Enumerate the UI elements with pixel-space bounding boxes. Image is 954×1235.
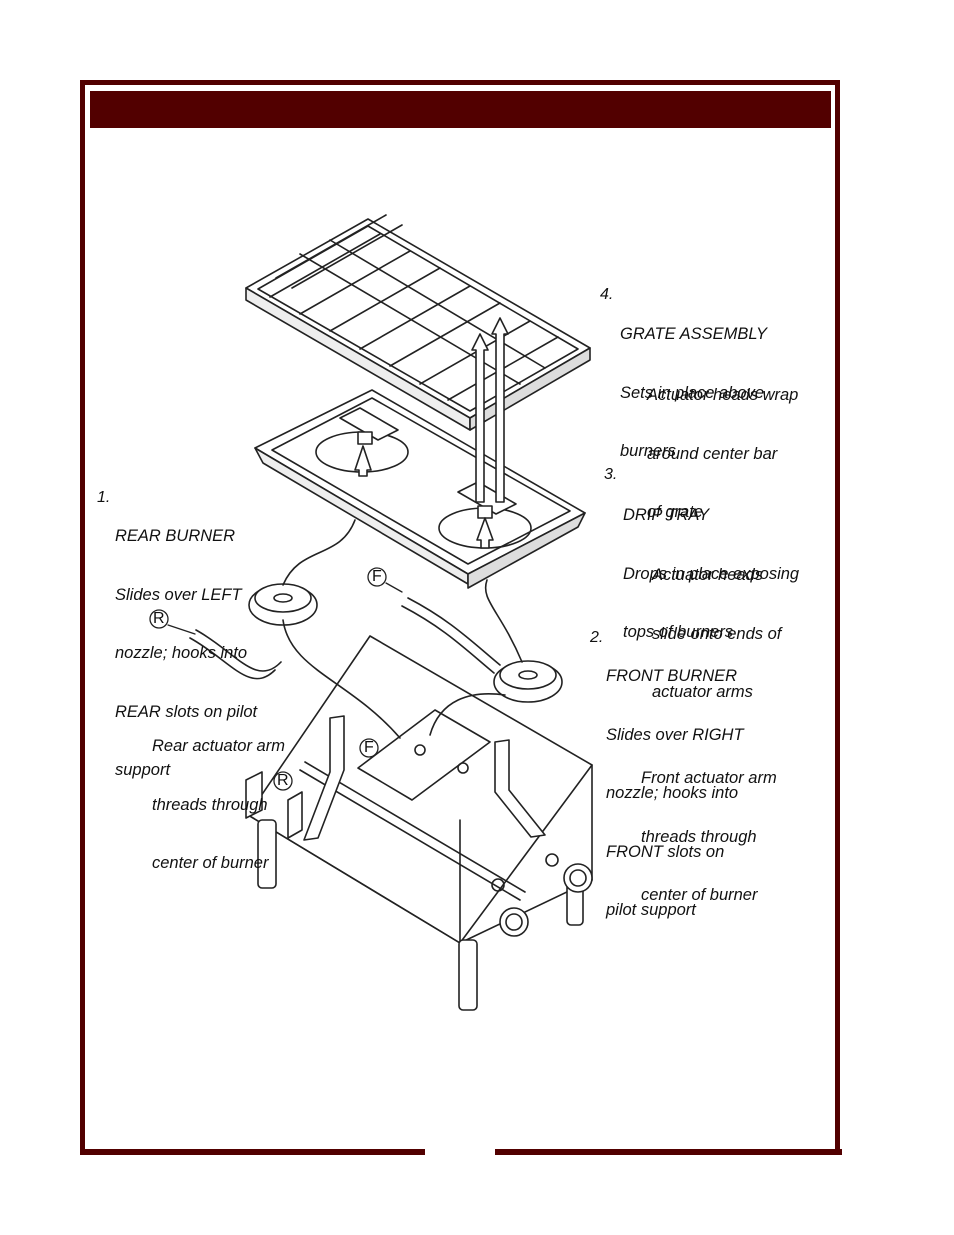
rear-callout: REAR BURNER Slides over LEFT nozzle; hoo… (115, 488, 257, 800)
grate-number: 4. (600, 286, 614, 303)
rear-line4: support (115, 761, 171, 779)
front-title: FRONT BURNER (606, 667, 738, 685)
grate-title: GRATE ASSEMBLY (620, 325, 768, 343)
rear-arm-line3: center of burner (152, 854, 269, 872)
actuator-brackets (245, 715, 546, 841)
grate-sub-callout: Actuator heads wrap around center bar of… (647, 347, 798, 542)
grate-callout: GRATE ASSEMBLY Sets in place above burne… (620, 286, 767, 481)
rear-line1: Slides over LEFT (115, 585, 242, 604)
marker-f-front: F (372, 568, 382, 585)
front-number: 2. (590, 629, 604, 646)
front-line3: FRONT slots on (606, 842, 725, 861)
front-burner (401, 579, 563, 736)
drip-tray (254, 389, 586, 589)
rear-burner (189, 519, 401, 739)
front-arm-line1: Front actuator arm (641, 769, 777, 787)
rear-line2: nozzle; hooks into (115, 644, 248, 662)
rear-line3: REAR slots on pilot (115, 702, 258, 721)
grate-assembly (245, 214, 591, 431)
assembly-arrows (354, 317, 509, 549)
drip-sub3: actuator arms (652, 683, 753, 701)
rear-number: 1. (97, 489, 111, 506)
drip-line2: tops of burners (623, 623, 734, 641)
drip-sub2: slide onto ends of (652, 624, 782, 643)
front-arm-callout: Front actuator arm threads through cente… (641, 730, 777, 925)
page-frame (80, 80, 840, 1154)
front-line4: pilot support (606, 901, 696, 919)
grate-line2: burners (620, 442, 676, 460)
base-unit (247, 635, 593, 1011)
rear-arm-line2: threads through (152, 795, 268, 814)
header-bar (90, 91, 831, 128)
drip-title: DRIP TRAY (623, 506, 710, 524)
grate-sub2: around center bar (647, 444, 778, 463)
drip-sub-callout: Actuator heads slide onto ends of actuat… (652, 527, 781, 722)
frame-bottom-left (80, 1149, 425, 1155)
grate-sub3: of grate (647, 503, 703, 521)
grate-sub1: Actuator heads wrap (647, 386, 799, 404)
grate-line1: Sets in place above (620, 383, 765, 402)
front-line2: nozzle; hooks into (606, 784, 739, 802)
marker-r-support: R (277, 772, 289, 789)
frame-bottom-right (495, 1149, 842, 1155)
drip-line1: Drops in place exposing (623, 564, 800, 583)
drip-sub1: Actuator heads (652, 566, 763, 584)
rear-title: REAR BURNER (115, 527, 236, 545)
markers (149, 567, 403, 791)
front-arm-line3: center of burner (641, 886, 758, 904)
front-line1: Slides over RIGHT (606, 725, 744, 744)
rear-arm-line1: Rear actuator arm (152, 737, 285, 755)
front-arm-line2: threads through (641, 827, 757, 846)
front-callout: FRONT BURNER Slides over RIGHT nozzle; h… (606, 628, 744, 940)
drip-number: 3. (604, 466, 618, 483)
marker-r-rear: R (153, 610, 165, 627)
drip-callout: DRIP TRAY Drops in place exposing tops o… (623, 467, 799, 662)
marker-f-support: F (364, 739, 374, 756)
rear-arm-callout: Rear actuator arm threads through center… (152, 698, 285, 893)
